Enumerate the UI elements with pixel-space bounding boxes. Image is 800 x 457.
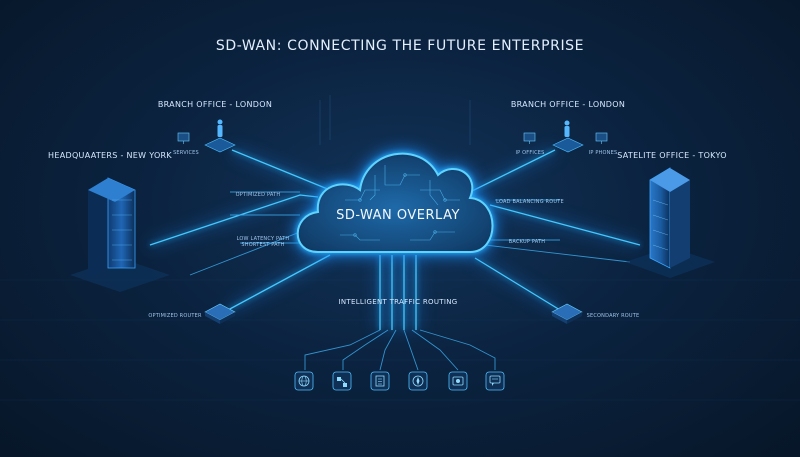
bottom-icons xyxy=(294,371,505,391)
services-tag: SERVICES xyxy=(173,150,199,156)
svg-text:LOAD BALANCING ROUTE: LOAD BALANCING ROUTE xyxy=(496,199,564,205)
page-title: SD-WAN: CONNECTING THE FUTURE ENTERPRISE xyxy=(216,38,584,54)
branch-left-platform xyxy=(204,137,236,153)
monitor-icon xyxy=(523,132,536,144)
headquarters-building xyxy=(70,177,170,292)
monitor-icon xyxy=(595,132,608,144)
optimized-router xyxy=(204,303,236,324)
monitor-icon xyxy=(177,132,190,144)
satellite-building xyxy=(625,167,715,278)
camera-icon[interactable] xyxy=(448,371,468,391)
secondary-route-tag: SECONDARY ROUTE xyxy=(587,313,640,319)
svg-text:LOW LATENCY PATH: LOW LATENCY PATH xyxy=(237,236,290,242)
network-icon[interactable] xyxy=(332,371,352,391)
branch-right-label: BRANCH OFFICE - LONDON xyxy=(511,100,625,109)
svg-text:OPTIMIZED PATH: OPTIMIZED PATH xyxy=(236,192,281,198)
headquarters-label: HEADQUAATERS - NEW YORK xyxy=(48,151,172,160)
optimized-path-tag: OPTIMIZED PATH xyxy=(236,192,281,198)
svg-text:SHORTEST PATH: SHORTEST PATH xyxy=(241,242,284,248)
routing-label: INTELLIGENT TRAFFIC ROUTING xyxy=(339,298,458,306)
connection-lines xyxy=(149,95,641,371)
globe-icon[interactable] xyxy=(294,371,314,391)
branch-left-label: BRANCH OFFICE - LONDON xyxy=(158,100,272,109)
satellite-label: SATELITE OFFICE - TOKYO xyxy=(617,151,727,160)
sdwan-cloud xyxy=(296,152,494,253)
document-icon[interactable] xyxy=(370,371,390,391)
svg-text:BACKUP PATH: BACKUP PATH xyxy=(509,239,545,245)
backup-path-tag: BACKUP PATH xyxy=(509,239,545,245)
optimized-router-tag: OPTIMIZED ROUTER xyxy=(148,313,202,319)
ip-offices-tag: IP OFFICES xyxy=(515,150,544,156)
chat-icon[interactable] xyxy=(485,371,505,391)
compass-icon[interactable] xyxy=(408,371,428,391)
cloud-label: SD-WAN OVERLAY xyxy=(336,208,460,223)
branch-right-platform xyxy=(552,137,584,153)
person-icon xyxy=(217,119,223,137)
cloud-circuitry xyxy=(340,165,460,241)
low-latency-tag: LOW LATENCY PATH SHORTEST PATH xyxy=(237,236,290,248)
background-grid xyxy=(0,279,800,401)
person-icon xyxy=(564,120,570,137)
load-balancing-tag: LOAD BALANCING ROUTE xyxy=(496,199,564,205)
secondary-router xyxy=(551,303,583,324)
ip-phones-tag: IP PHONES xyxy=(589,150,618,156)
